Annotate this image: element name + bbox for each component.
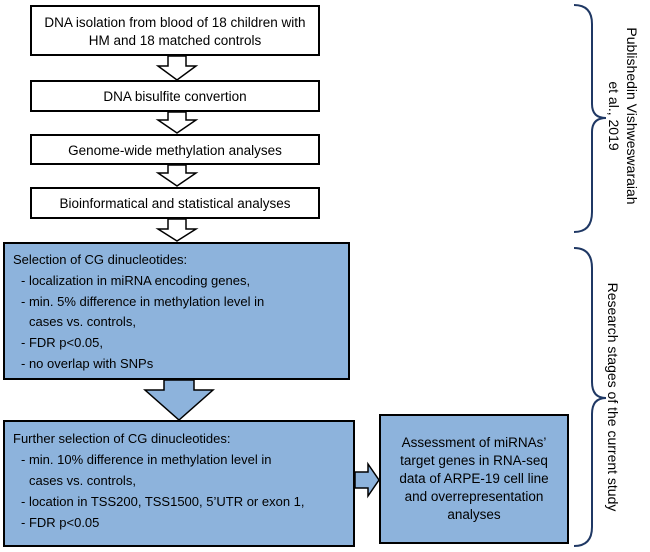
step-methylation: Genome-wide methylation analyses <box>30 134 320 165</box>
assessment-line: and overrepresentation <box>404 489 544 504</box>
further-item: cases vs. controls, <box>29 473 136 488</box>
published-label-line1: Publishedin Vishweswaraiah <box>624 27 640 205</box>
arrow-down-3 <box>155 164 199 187</box>
further-item: - min. 10% difference in methylation lev… <box>21 452 272 467</box>
arrow-down-4 <box>155 218 199 242</box>
brace-research <box>573 247 607 547</box>
research-label: Research stages of the current study <box>604 272 622 522</box>
selection-title: Selection of CG dinucleotides: <box>13 252 188 267</box>
arrow-down-1 <box>155 55 199 81</box>
selection-box: Selection of CG dinucleotides: - localiz… <box>3 242 350 380</box>
step-methylation-text: Genome-wide methylation analyses <box>68 143 282 158</box>
assessment-box: Assessment of miRNAs’ target genes in RN… <box>379 414 569 544</box>
assessment-line: Assessment of miRNAs’ <box>401 435 547 450</box>
brace-published <box>573 4 607 233</box>
further-title: Further selection of CG dinucleotides: <box>13 431 231 446</box>
step-bisulfite: DNA bisulfite convertion <box>30 80 320 112</box>
step-dna-isolation-text: DNA isolation from blood of 18 children … <box>44 15 306 48</box>
arrow-right <box>354 461 380 499</box>
assessment-line: target genes in RNA-seq <box>400 453 548 468</box>
selection-item: - FDR p<0.05, <box>21 335 104 350</box>
step-bisulfite-text: DNA bisulfite convertion <box>103 89 247 104</box>
further-selection-box: Further selection of CG dinucleotides: -… <box>3 420 355 547</box>
published-label: Publishedin Vishweswaraiah et al., 2019 <box>605 16 641 216</box>
further-item: - location in TSS200, TSS1500, 5’UTR or … <box>21 494 305 509</box>
selection-item: - min. 5% difference in methylation leve… <box>21 294 265 309</box>
published-label-line2: et al., 2019 <box>606 81 622 151</box>
selection-item: - localization in miRNA encoding genes, <box>21 273 251 288</box>
assessment-line: data of ARPE-19 cell line <box>399 471 549 486</box>
research-label-text: Research stages of the current study <box>605 282 621 512</box>
assessment-line: analyses <box>447 507 501 522</box>
selection-item: - no overlap with SNPs <box>21 356 154 371</box>
step-bioinformatics-text: Bioinformatical and statistical analyses <box>59 196 291 211</box>
step-dna-isolation: DNA isolation from blood of 18 children … <box>30 5 320 56</box>
arrow-down-2 <box>155 111 199 134</box>
selection-item: cases vs. controls, <box>29 314 136 329</box>
arrow-down-blue <box>143 379 215 422</box>
further-item: - FDR p<0.05 <box>21 515 100 530</box>
step-bioinformatics: Bioinformatical and statistical analyses <box>30 187 320 219</box>
